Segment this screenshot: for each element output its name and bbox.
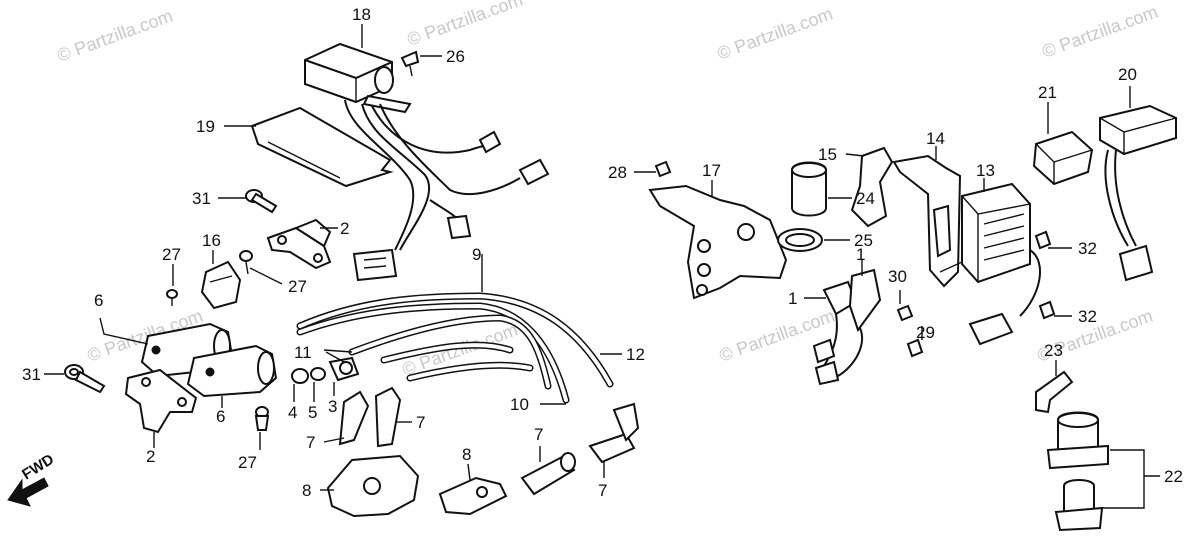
part-13-regulator: [939, 178, 1042, 346]
watermark: © Partzilla.com: [715, 3, 836, 63]
callout-7-d: 7: [598, 481, 607, 500]
callout-16: 16: [202, 231, 221, 250]
part-1-switch: [804, 260, 882, 386]
callout-14: 14: [926, 129, 945, 148]
callout-6-upper: 6: [94, 291, 103, 310]
callout-27-a: 27: [162, 245, 181, 264]
callout-2-lower: 2: [146, 447, 155, 466]
callout-27-c: 27: [238, 453, 257, 472]
callout-31-lower: 31: [22, 365, 41, 384]
part-31-bolt-lower: [44, 364, 106, 394]
fwd-arrow: FWD: [7, 451, 57, 507]
callout-2-upper: 2: [340, 219, 349, 238]
callout-13: 13: [976, 161, 995, 180]
part-6-coil-lower: [186, 344, 278, 408]
part-30-screw: [896, 290, 914, 322]
callout-21: 21: [1038, 83, 1057, 102]
callout-28: 28: [608, 163, 627, 182]
callout-32-lower: 32: [1078, 307, 1097, 326]
watermark: © Partzilla.com: [1040, 1, 1161, 61]
callout-10: 10: [510, 395, 529, 414]
part-18-coil-unit: [304, 42, 550, 282]
callout-11: 11: [294, 343, 312, 362]
callout-29: 29: [916, 323, 935, 342]
callout-19: 19: [196, 117, 215, 136]
callout-24: 24: [856, 189, 875, 208]
callout-1: 1: [788, 289, 797, 308]
callout-18: 18: [352, 5, 371, 24]
callout-26: 26: [446, 47, 465, 66]
callout-30: 30: [888, 267, 907, 286]
part-32-screw-lower: [1038, 300, 1072, 320]
part-24-relay: [791, 161, 852, 217]
part-25-band: [777, 228, 850, 252]
part-32-screw-upper: [1034, 230, 1072, 250]
callout-8-left: 8: [302, 481, 311, 500]
part-21-relay: [1032, 102, 1094, 186]
part-27-bolt-b: [166, 264, 178, 306]
callout-9: 9: [472, 245, 481, 264]
callout-27-b: 27: [288, 277, 307, 296]
callout-17: 17: [702, 161, 721, 180]
part-27-bolt-c: [254, 406, 270, 450]
callout-15: 15: [818, 145, 837, 164]
part-2-bracket-upper: [266, 218, 338, 270]
part-14-bracket: [892, 146, 962, 288]
callout-25: 25: [854, 231, 873, 250]
part-22-switch: [1046, 411, 1160, 532]
callout-7-c: 7: [534, 425, 543, 444]
callout-23: 23: [1044, 341, 1063, 360]
watermark: © Partzilla.com: [405, 0, 526, 50]
callout-6-lower: 6: [216, 407, 225, 426]
part-16-condenser: [200, 250, 242, 310]
part-31-bolt-upper: [218, 189, 278, 214]
part-17-bracket: [648, 180, 788, 300]
callout-22: 22: [1164, 467, 1183, 486]
part-27-bolt-a: [239, 250, 283, 285]
watermark: © Partzilla.com: [55, 5, 176, 65]
fwd-label: FWD: [19, 451, 57, 484]
callout-8-right: 8: [462, 445, 471, 464]
callout-32-upper: 32: [1078, 239, 1097, 258]
part-28-nut: [634, 160, 672, 178]
callout-labels: 18 26 19 31 2 16 27 27 6 31 6 2 27 9 11 …: [22, 5, 1183, 500]
part-8-cap-left: [320, 454, 420, 518]
part-29-screw: [906, 326, 924, 358]
callout-4: 4: [288, 403, 297, 422]
callout-7-b: 7: [306, 433, 315, 452]
callout-1-top: 1: [856, 245, 865, 264]
parts-3-4-5-caps: [291, 351, 360, 402]
callout-12: 12: [626, 345, 645, 364]
part-9-cords: [296, 254, 622, 405]
callout-31-upper: 31: [192, 189, 211, 208]
callout-7-a: 7: [416, 413, 425, 432]
part-26-screw: [400, 50, 442, 77]
part-8-cap-right: [438, 463, 508, 516]
part-2-bracket-lower: [124, 368, 198, 448]
part-7-plug-caps-right: [520, 402, 640, 496]
callout-3: 3: [328, 397, 337, 416]
part-7-plug-caps-left: [323, 386, 412, 448]
part-19-plate: [224, 106, 394, 188]
part-20-ignitor: [1099, 86, 1177, 282]
callout-5: 5: [308, 403, 317, 422]
part-15-bracket: [845, 146, 894, 228]
part-23-bracket: [1035, 360, 1074, 414]
callout-20: 20: [1118, 65, 1137, 84]
